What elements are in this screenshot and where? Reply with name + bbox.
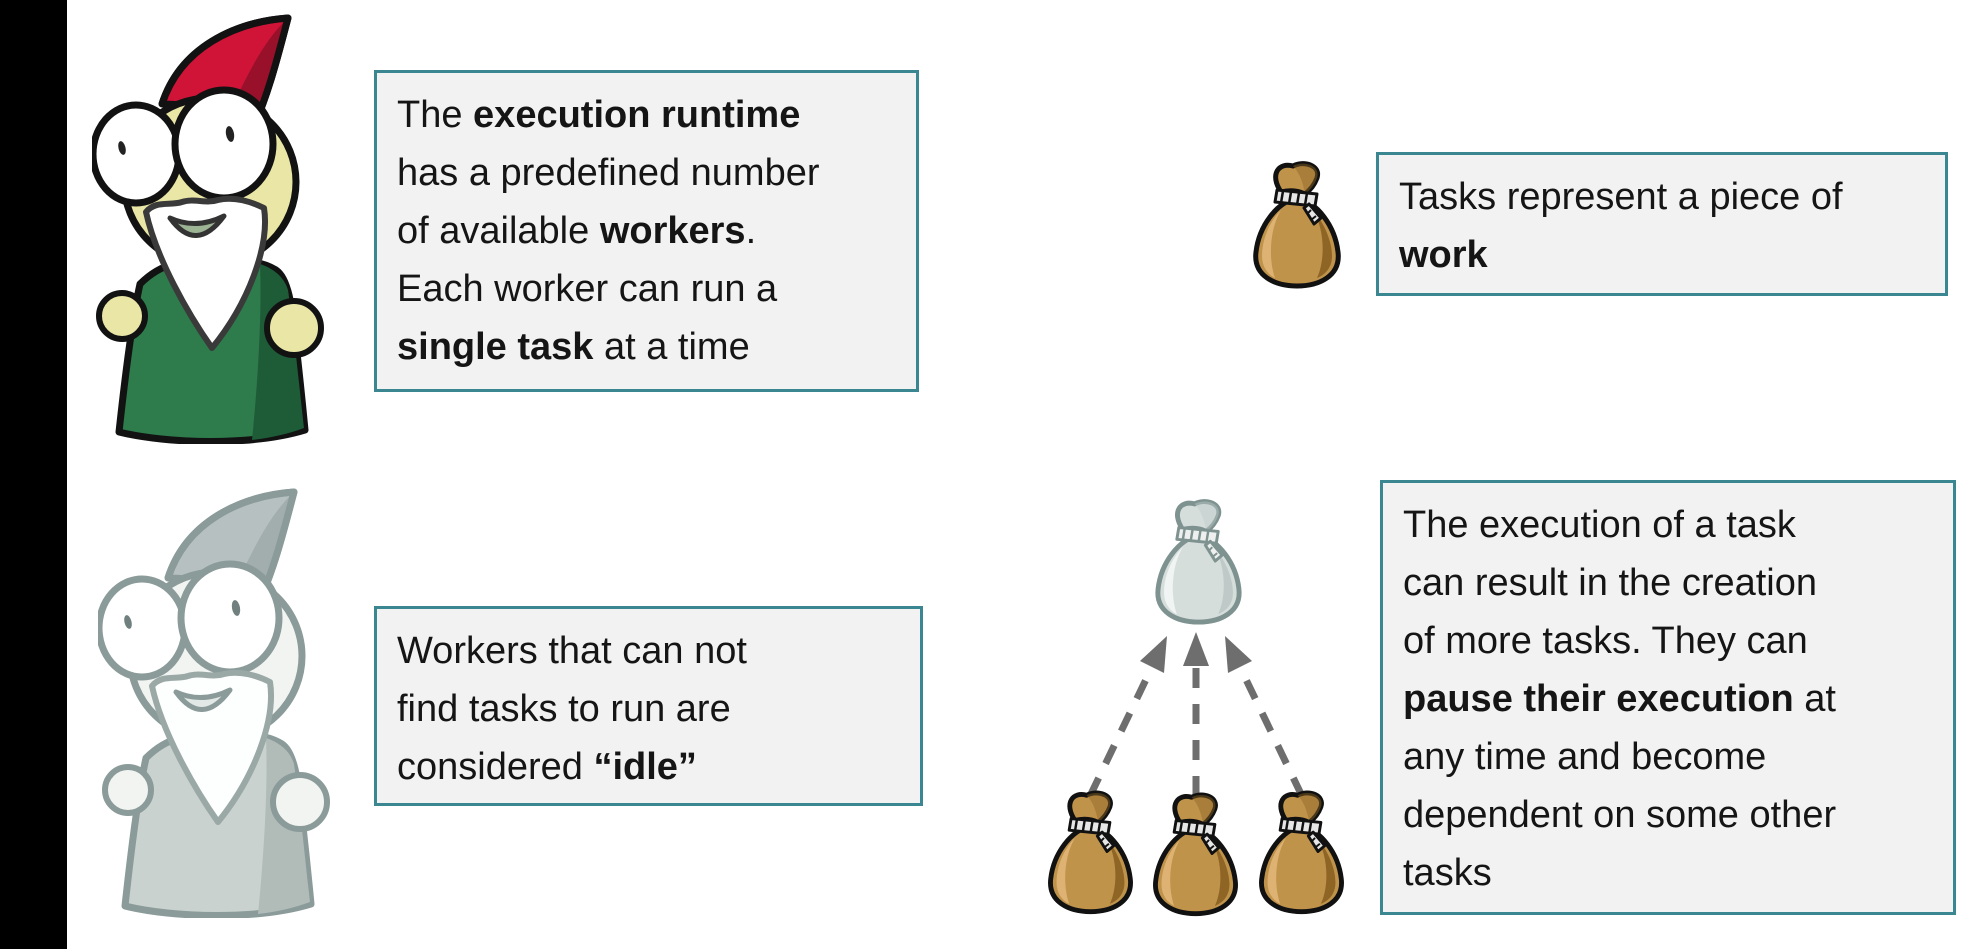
idle-workers-note-box: Workers that can not find tasks to run ar…	[374, 606, 923, 806]
text-line: work	[1399, 234, 1488, 276]
child-task-bag-icon	[1253, 785, 1350, 918]
dependency-arrow-icon	[1086, 632, 1306, 798]
task-bag-icon	[1247, 158, 1347, 290]
text-line: dependent on some other	[1403, 794, 1837, 836]
text-line: find tasks to run are	[397, 688, 731, 730]
worker-gnome-icon	[92, 14, 332, 444]
left-black-bar	[0, 0, 67, 949]
tasks-note-box: Tasks represent a piece of work	[1376, 152, 1948, 296]
text-line: The execution runtime	[397, 94, 801, 136]
runtime-workers-note-box: The execution runtime has a predefined nu…	[374, 70, 919, 392]
text-line: has a predefined number	[397, 152, 820, 194]
text-line: single task at a time	[397, 326, 750, 368]
text-line: Tasks represent a piece of	[1399, 176, 1843, 218]
new-task-bag-icon	[1147, 496, 1250, 626]
text-line: can result in the creation	[1403, 562, 1818, 604]
text-line: of more tasks. They can	[1403, 620, 1808, 662]
text-line: The execution of a task	[1403, 504, 1796, 546]
child-task-bag-icon	[1042, 785, 1139, 918]
text-line: Each worker can run a	[397, 268, 778, 310]
text-line: pause their execution at	[1403, 678, 1836, 720]
idle-worker-gnome-icon	[98, 488, 338, 918]
text-line: any time and become	[1403, 736, 1767, 778]
text-line: Workers that can not	[397, 630, 747, 672]
child-task-bag-icon	[1147, 787, 1244, 920]
text-line: of available workers.	[397, 210, 757, 252]
text-line: considered “idle”	[397, 746, 697, 788]
task-spawn-note-box: The execution of a task can result in the…	[1380, 480, 1956, 915]
text-line: tasks	[1403, 852, 1492, 894]
